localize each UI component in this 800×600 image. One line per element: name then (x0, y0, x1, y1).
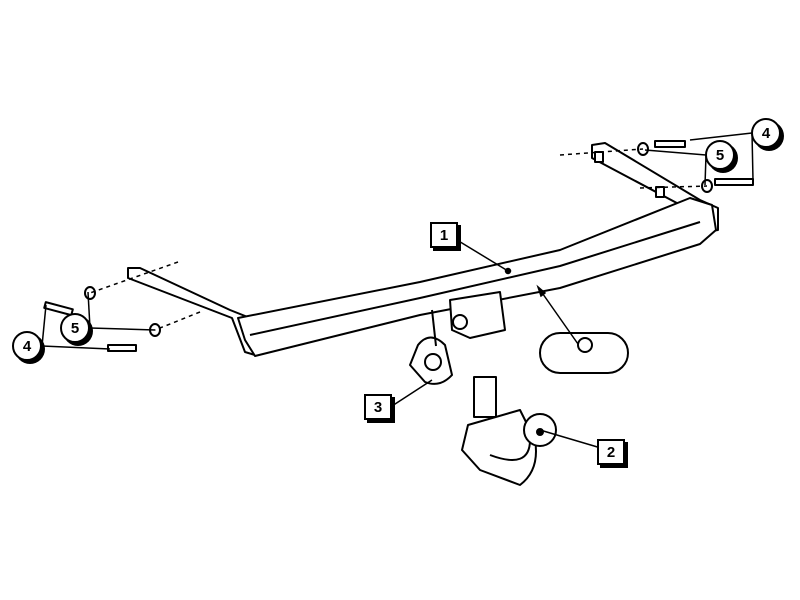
callout-3: 3 (364, 394, 392, 420)
callout-1: 1 (430, 222, 458, 248)
left-mounting-bracket (127, 267, 256, 356)
type-plate (539, 332, 629, 374)
callout-2: 2 (597, 439, 625, 465)
callout-5-right: 5 (705, 140, 735, 170)
callout-4-left: 4 (12, 331, 42, 361)
callout-5-left: 5 (60, 313, 90, 343)
callout-4-right: 4 (751, 118, 781, 148)
cross-bar (237, 197, 717, 357)
ball-neck (473, 376, 497, 418)
